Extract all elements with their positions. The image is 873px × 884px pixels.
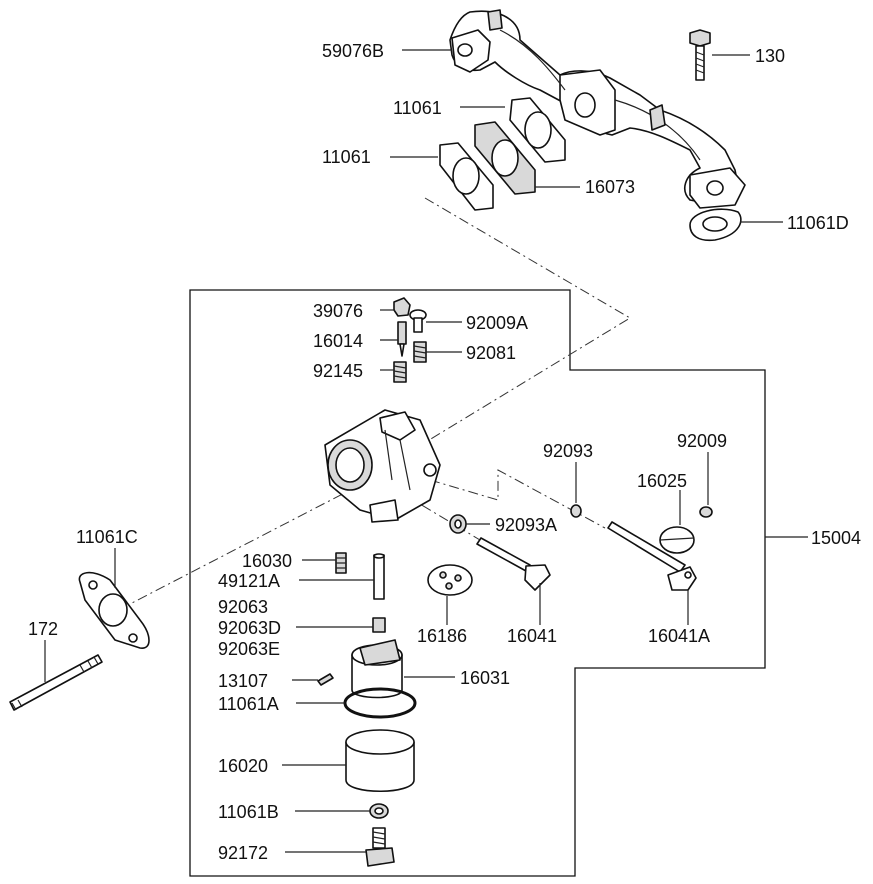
label-11061d: 11061D bbox=[787, 213, 849, 233]
stud-172 bbox=[9, 654, 103, 711]
centerline-intake bbox=[129, 484, 361, 605]
centerline-shaft-upper bbox=[429, 469, 606, 529]
label-92145: 92145 bbox=[313, 361, 363, 381]
bowl-16020 bbox=[345, 729, 415, 793]
label-92172: 92172 bbox=[218, 843, 268, 863]
label-92009: 92009 bbox=[677, 431, 727, 451]
gasket-11061-upper bbox=[509, 97, 566, 163]
jet-92063 bbox=[372, 617, 386, 633]
plate-16025 bbox=[659, 526, 695, 554]
leader-lines bbox=[44, 49, 808, 853]
gasket-11061c bbox=[78, 571, 150, 649]
float-16031 bbox=[351, 639, 403, 699]
label-13107: 13107 bbox=[218, 671, 268, 691]
label-16030: 16030 bbox=[242, 551, 292, 571]
intake-manifold bbox=[449, 9, 746, 209]
bolt-92172 bbox=[365, 827, 395, 867]
idle-cap-39076 bbox=[393, 297, 411, 317]
label-16186: 16186 bbox=[417, 626, 467, 646]
spring-92081 bbox=[413, 341, 427, 363]
label-16031: 16031 bbox=[460, 668, 510, 688]
label-39076: 39076 bbox=[313, 301, 363, 321]
bolt-130 bbox=[689, 29, 711, 81]
carburetor-body bbox=[324, 409, 441, 523]
label-130: 130 bbox=[755, 46, 785, 66]
washer-11061b bbox=[369, 803, 389, 819]
label-16041: 16041 bbox=[507, 626, 557, 646]
label-11061b: 11061B bbox=[218, 802, 279, 822]
label-92063: 92063 bbox=[218, 597, 268, 617]
shaft-16041a bbox=[607, 521, 697, 591]
label-11061c: 11061C bbox=[76, 527, 138, 547]
label-16020: 16020 bbox=[218, 756, 268, 776]
label-92063d: 92063D bbox=[218, 618, 281, 638]
needle-16014 bbox=[397, 321, 407, 357]
washer-92093 bbox=[570, 504, 582, 518]
gasket-11061-lower bbox=[439, 142, 494, 211]
screw-92009 bbox=[699, 506, 713, 518]
label-172: 172 bbox=[28, 619, 58, 639]
label-92063e: 92063E bbox=[218, 639, 280, 659]
assembly-frame bbox=[189, 289, 766, 877]
label-11061-top: 11061 bbox=[393, 98, 442, 118]
label-59076b: 59076B bbox=[322, 41, 384, 61]
label-92093: 92093 bbox=[543, 441, 593, 461]
label-11061a: 11061A bbox=[218, 694, 279, 714]
label-92093a: 92093A bbox=[495, 515, 557, 535]
pin-13107 bbox=[317, 673, 334, 686]
tube-49121a bbox=[373, 553, 385, 600]
shaft-16041 bbox=[476, 537, 551, 591]
label-92081: 92081 bbox=[466, 343, 516, 363]
screw-92009a bbox=[409, 309, 427, 333]
washer-92093a bbox=[449, 514, 467, 534]
gasket-11061d bbox=[689, 208, 742, 242]
label-16073: 16073 bbox=[585, 177, 635, 197]
centerline-manifold bbox=[359, 197, 631, 483]
label-16041a: 16041A bbox=[648, 626, 710, 646]
spring-92145 bbox=[393, 361, 407, 383]
label-11061-left: 11061 bbox=[322, 147, 371, 167]
label-15004: 15004 bbox=[811, 528, 861, 548]
label-92009a: 92009A bbox=[466, 313, 528, 333]
label-16025: 16025 bbox=[637, 471, 687, 491]
plate-16186 bbox=[427, 564, 473, 596]
spacer-16073 bbox=[474, 121, 536, 195]
label-16014: 16014 bbox=[313, 331, 363, 351]
label-49121a: 49121A bbox=[218, 571, 280, 591]
jet-16030 bbox=[335, 552, 347, 574]
